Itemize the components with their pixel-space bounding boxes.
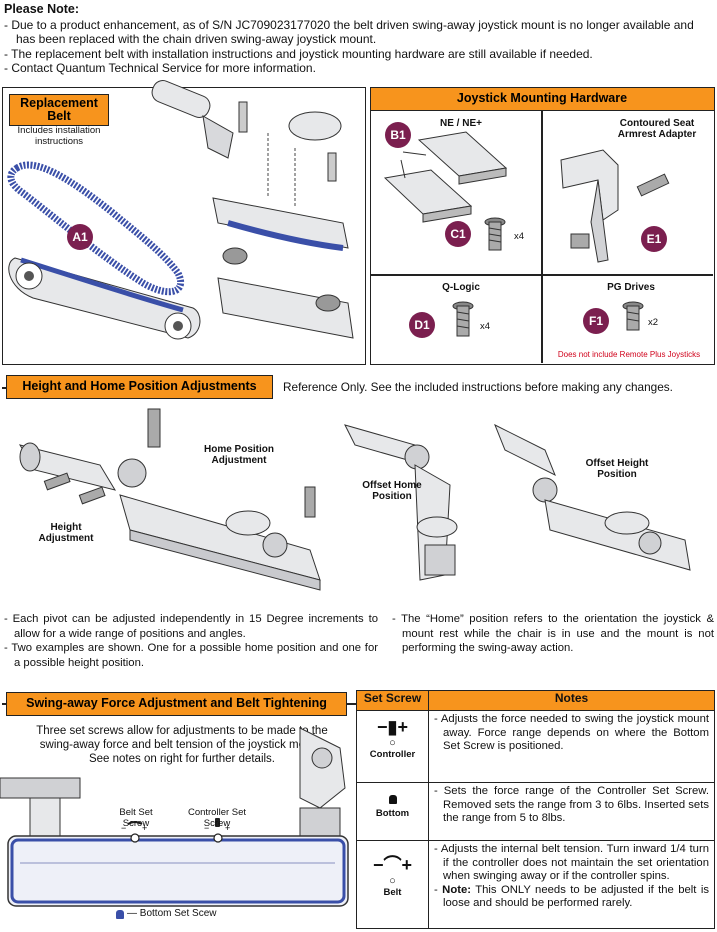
- svg-text:+: +: [142, 823, 147, 833]
- height-illustration-right: [344, 423, 691, 581]
- pg-label: PG Drives: [607, 282, 655, 293]
- belt-cell: −⌒+ ○ Belt: [356, 840, 429, 929]
- height-illustration-left: [18, 408, 321, 591]
- replacement-belt-title: Replacement Belt: [9, 94, 109, 126]
- controller-note: - Adjusts the force needed to swing the …: [428, 710, 715, 783]
- bottom-cell: Bottom: [356, 782, 429, 841]
- height-title: Height and Home Position Adjustments: [6, 375, 273, 399]
- controller-screw-circle: ○: [389, 737, 396, 749]
- height-right-bullet: - The “Home” position refers to the orie…: [392, 613, 714, 654]
- replacement-belt-subtitle: Includes installation instructions: [17, 125, 101, 147]
- height-section-line: [2, 387, 6, 389]
- belt-illustration: [7, 80, 354, 340]
- height-left-text: - Each pivot can be adjusted independent…: [4, 612, 378, 670]
- belt-screw-icon: −⌒+: [372, 855, 413, 875]
- belt-note: - Adjusts the internal belt tension. Tur…: [428, 840, 715, 929]
- note-bullets: - Due to a product enhancement, as of S/…: [4, 18, 712, 76]
- hardware-title: Joystick Mounting Hardware: [369, 86, 715, 111]
- belt-set-screw-icon: − +: [121, 821, 147, 843]
- note-bullet: - Contact Quantum Technical Service for …: [4, 61, 316, 76]
- badge-d1: D1: [409, 312, 435, 338]
- armrest-adapter-illustration: [560, 149, 670, 263]
- controller-screw-icon: −▮+: [377, 717, 408, 737]
- d1-screw-icon: [452, 301, 474, 337]
- belt-screw-circle: ○: [389, 875, 396, 887]
- bottom-name: Bottom: [375, 808, 410, 819]
- set-screw-notes-table: Set Screw Notes −▮+ ○ Controller - Adjus…: [356, 690, 715, 929]
- bottom-set-screw-icon: [116, 910, 124, 919]
- height-right-text: - The “Home” position refers to the orie…: [392, 612, 714, 656]
- belt-set-screw-label: Belt Set Screw: [119, 807, 153, 829]
- height-left-bullet: - Two examples are shown. One for a poss…: [4, 642, 378, 669]
- f1-screw-icon: [622, 301, 644, 331]
- f1-quantity: x2: [647, 317, 659, 328]
- hardware-divider-v: [541, 110, 543, 363]
- table-row: Bottom - Sets the force range of the Con…: [356, 782, 715, 841]
- b1-plates-illustration: [383, 131, 508, 223]
- height-left-bullet: - Each pivot can be adjusted independent…: [4, 613, 378, 640]
- ne-label: NE / NE+: [440, 118, 482, 129]
- height-reference: Reference Only. See the included instruc…: [283, 380, 673, 394]
- controller-set-screw-icon: − +: [204, 818, 230, 843]
- belt-name: Belt: [383, 887, 402, 898]
- offset-height-label: Offset Height Position: [585, 458, 649, 480]
- col-set-screw: Set Screw: [356, 690, 429, 711]
- controller-name: Controller: [369, 749, 416, 760]
- controller-set-screw-label: Controller Set Screw: [187, 807, 247, 829]
- svg-text:+: +: [225, 823, 230, 833]
- table-row: −▮+ ○ Controller - Adjusts the force nee…: [356, 710, 715, 783]
- contoured-label: Contoured Seat Armrest Adapter: [617, 118, 697, 140]
- note-bullet: - Due to a product enhancement, as of S/…: [4, 18, 694, 47]
- offset-home-label: Offset Home Position: [362, 480, 422, 502]
- height-adjustment-label: Height Adjustment: [38, 522, 94, 544]
- badge-b1: B1: [385, 122, 411, 148]
- badge-e1: E1: [641, 226, 667, 252]
- bottom-screw-icon: [388, 795, 397, 804]
- bottom-note: - Sets the force range of the Controller…: [428, 782, 715, 841]
- home-position-label: Home Position Adjustment: [203, 444, 274, 466]
- bottom-set-screw-label: — Bottom Set Scew: [127, 908, 217, 919]
- note-bullet: - The replacement belt with installation…: [4, 46, 593, 61]
- badge-c1: C1: [445, 221, 471, 247]
- svg-text:−: −: [121, 823, 126, 833]
- note-heading: Please Note:: [4, 2, 80, 16]
- table-row: −⌒+ ○ Belt - Adjusts the internal belt t…: [356, 840, 715, 929]
- swing-illustration: − + − +: [0, 727, 349, 907]
- c1-screw-icon: [484, 217, 506, 251]
- replacement-belt-panel: Replacement Belt Includes installation i…: [2, 80, 366, 365]
- pg-warning: Does not include Remote Plus Joysticks: [557, 350, 701, 359]
- badge-a1: A1: [67, 224, 93, 250]
- c1-quantity: x4: [513, 231, 525, 242]
- qlogic-label: Q-Logic: [442, 282, 480, 293]
- d1-quantity: x4: [479, 321, 491, 332]
- col-notes: Notes: [428, 690, 715, 711]
- controller-cell: −▮+ ○ Controller: [356, 710, 429, 783]
- swing-title: Swing-away Force Adjustment and Belt Tig…: [6, 692, 347, 716]
- swing-description: Three set screws allow for adjustments t…: [36, 725, 328, 765]
- badge-f1: F1: [583, 308, 609, 334]
- hardware-panel: Joystick Mounting Hardware NE / NE+ B1 C…: [369, 86, 715, 365]
- svg-text:−: −: [204, 823, 209, 833]
